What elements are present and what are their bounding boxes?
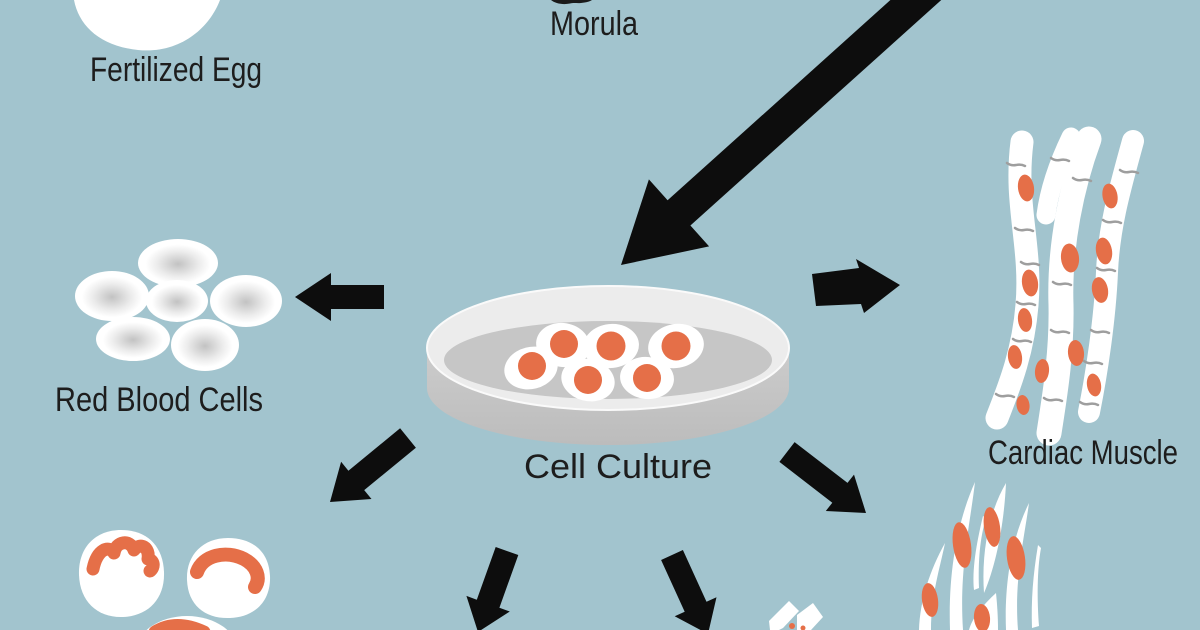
smooth-muscle-cells (919, 482, 1041, 630)
fiber-striation (1089, 328, 1111, 335)
fiber-striation (1011, 337, 1033, 344)
fiber-nucleus (1091, 277, 1109, 303)
cardiac-muscle (985, 126, 1144, 446)
fiber-striation (1049, 156, 1071, 163)
arrow-down-right (661, 550, 717, 630)
red-blood-cell (138, 239, 218, 287)
fiber-striation (1078, 400, 1100, 407)
fragment-shape (797, 603, 823, 630)
stem-cell-nucleus (518, 352, 546, 380)
fiber-striation (1042, 396, 1064, 403)
stem-cell-nucleus (661, 331, 691, 361)
red-blood-cell (171, 319, 239, 371)
spindle-nucleus (1006, 536, 1026, 580)
arrow-to-red-blood-cells (295, 273, 384, 321)
red-blood-cell (146, 280, 208, 322)
arrow-down-left (466, 547, 519, 630)
fiber-striation (1005, 161, 1027, 168)
fragment-dot (800, 625, 806, 630)
fertilized-egg-shape (74, 0, 220, 51)
spindle-cell-sliver (973, 516, 986, 590)
fragment-dot (789, 623, 795, 629)
spindle-nucleus (983, 507, 1001, 547)
stem-cell-nucleus (550, 330, 578, 358)
stem-cell-nucleus (633, 364, 661, 392)
cardiac-fiber (1036, 127, 1081, 225)
white-blood-cell-nucleus (190, 547, 265, 594)
fiber-striation (1082, 359, 1104, 366)
arrow-morula-to-culture (621, 0, 942, 265)
cardiac-fiber (1036, 126, 1102, 446)
fiber-nucleus (1095, 237, 1113, 265)
fiber-nucleus (1060, 243, 1080, 273)
red-blood-cell (210, 275, 282, 327)
stem-cell-nucleus (574, 366, 602, 394)
white-blood-cell-nucleus (148, 619, 211, 630)
bottom-edge-fragment (769, 601, 823, 630)
red-blood-cell (75, 271, 149, 321)
fiber-striation (1118, 168, 1140, 175)
cardiac-muscle-label: Cardiac Muscle (988, 434, 1178, 472)
fragment-shape (769, 601, 799, 630)
fiber-striation (1015, 300, 1037, 307)
fiber-striation (1101, 218, 1123, 225)
fiber-striation (1019, 260, 1041, 267)
morula-label: Morula (550, 5, 638, 43)
cell-culture-label: Cell Culture (524, 448, 712, 486)
fiber-striation (994, 392, 1016, 399)
white-blood-cells (78, 530, 271, 630)
cardiac-fiber (1078, 130, 1144, 423)
spindle-cell-sliver (1031, 545, 1041, 628)
arrow-to-white-blood-cells (330, 428, 416, 502)
arrows (295, 0, 942, 630)
fiber-nucleus (1016, 395, 1030, 415)
fertilized-egg-label: Fertilized Egg (90, 51, 262, 89)
fiber-nucleus (1067, 340, 1085, 366)
stem-cell-nucleus (596, 331, 626, 361)
fiber-striation (1071, 176, 1093, 183)
red-blood-cells (75, 239, 282, 371)
arrow-to-cardiac-muscle (812, 259, 900, 313)
fiber-nucleus (1102, 183, 1118, 209)
fiber-nucleus (1021, 269, 1039, 297)
white-blood-cell-nucleus (86, 536, 160, 578)
spindle-nucleus (952, 522, 972, 568)
fiber-striation (1095, 266, 1117, 273)
fiber-nucleus (1086, 373, 1102, 397)
spindle-nucleus (973, 604, 991, 630)
labels: Fertilized Egg Morula Cell Culture Red B… (55, 5, 1178, 486)
fiber-nucleus (1007, 345, 1023, 369)
red-blood-cells-label: Red Blood Cells (55, 381, 263, 419)
fiber-nucleus (1017, 308, 1033, 332)
fiber-nucleus (1017, 174, 1035, 202)
red-blood-cell (96, 317, 170, 361)
fiber-nucleus (1034, 359, 1050, 383)
fiber-striation (1049, 328, 1071, 335)
arrow-to-smooth-muscle (779, 442, 866, 513)
fiber-striation (1051, 280, 1073, 287)
fiber-striation (1013, 226, 1035, 233)
spindle-nucleus (921, 583, 939, 617)
stem-cells (504, 322, 704, 402)
morula-fragment (551, 0, 592, 5)
